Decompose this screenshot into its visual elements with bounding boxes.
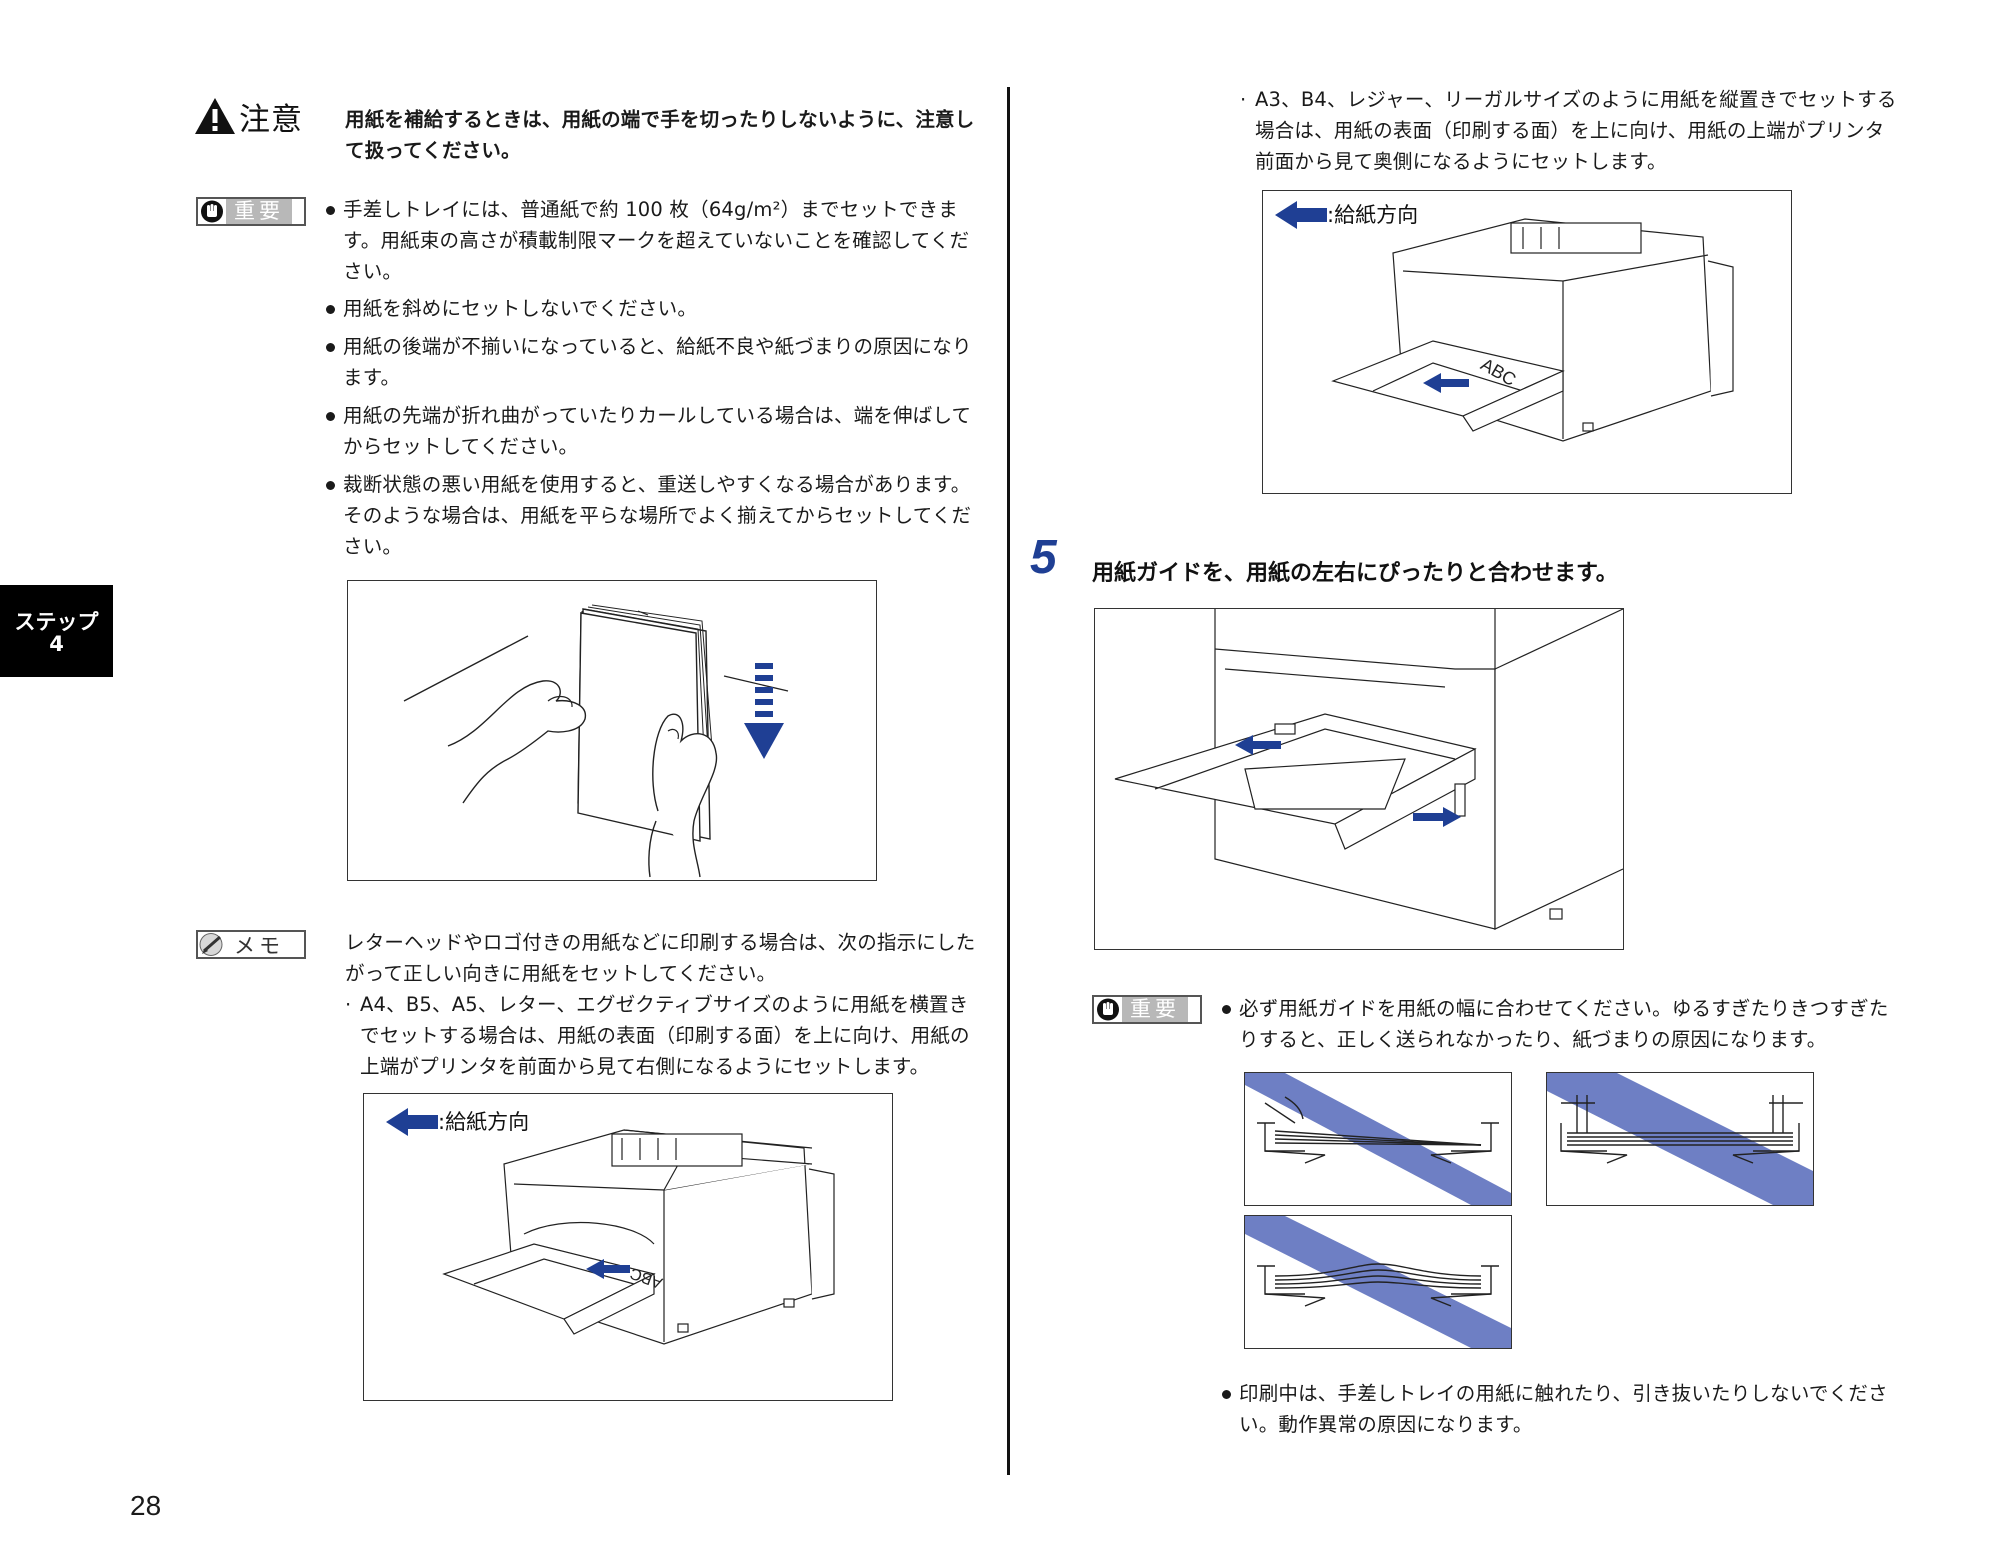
important-label-text: 重要 xyxy=(226,199,292,224)
important-label-left: 重要 xyxy=(196,197,306,226)
important-bullet-2: 用紙を斜めにセットしないでください。 xyxy=(326,293,986,324)
memo-text: レターヘッドやロゴ付きの用紙などに印刷する場合は、次の指示にしたがって正しい向き… xyxy=(345,931,976,985)
side-tab-line1: ステップ xyxy=(14,610,99,634)
landscape-feed-figure: ABC :給紙方向 xyxy=(363,1093,893,1401)
important-label-right: 重要 xyxy=(1092,995,1202,1024)
memo-item: · A4、B5、A5、レター、エグゼクティブサイズのように用紙を横置きでセットす… xyxy=(345,993,970,1078)
step-number: 5 xyxy=(1030,531,1057,584)
guide-fit-diagram-tight xyxy=(1244,1215,1512,1349)
hand-stop-icon xyxy=(1094,997,1122,1022)
guide-fit-diagram-loose xyxy=(1546,1072,1814,1206)
guide-fit-diagram-tilted xyxy=(1244,1072,1512,1206)
feed-direction-caption: :給紙方向 xyxy=(438,1110,530,1134)
feed-direction-caption: :給紙方向 xyxy=(1327,203,1419,227)
caution-label: 注意 xyxy=(239,101,303,138)
column-divider xyxy=(1007,87,1010,1475)
important-right-bullet-2: 印刷中は、手差しトレイの用紙に触れたり、引き抜いたりしないでください。動作異常の… xyxy=(1222,1378,1897,1440)
paper-alignment-figure xyxy=(347,580,877,881)
important-bullet-3: 用紙の後端が不揃いになっていると、給紙不良や紙づまりの原因になります。 xyxy=(326,331,986,393)
memo-label-text: メモ xyxy=(234,933,284,958)
warning-triangle-icon xyxy=(195,98,235,134)
side-tab-line2: 4 xyxy=(49,632,64,656)
important-right-bullet-1: 必ず用紙ガイドを用紙の幅に合わせてください。ゆるすぎたりきつすぎたりすると、正し… xyxy=(1222,993,1897,1055)
memo-label: メモ xyxy=(196,930,306,959)
important-label-text: 重要 xyxy=(1122,997,1188,1022)
paper-guide-figure xyxy=(1094,608,1624,950)
step-side-tab: ステップ 4 xyxy=(0,585,113,677)
portrait-feed-figure: ABC :給紙方向 xyxy=(1262,190,1792,494)
pencil-icon xyxy=(199,933,223,956)
important-bullet-5: 裁断状態の悪い用紙を使用すると、重送しやすくなる場合があります。そのような場合は… xyxy=(326,469,986,562)
step-title: 用紙ガイドを、用紙の左右にぴったりと合わせます。 xyxy=(1092,561,1618,586)
important-bullet-4: 用紙の先端が折れ曲がっていたりカールしている場合は、端を伸ばしてからセットしてく… xyxy=(326,400,986,462)
important-bullet-1: 手差しトレイには、普通紙で約 100 枚（64g/m²）までセットできます。用紙… xyxy=(326,194,986,287)
caution-heading: 注意 xyxy=(193,96,303,138)
page-number: 28 xyxy=(130,1490,162,1521)
portrait-feed-item: · A3、B4、レジャー、リーガルサイズのように用紙を縦置きでセットする場合は、… xyxy=(1240,88,1897,173)
hand-stop-icon xyxy=(198,199,226,224)
caution-text: 用紙を補給するときは、用紙の端で手を切ったりしないように、注意して扱ってください… xyxy=(345,108,975,162)
